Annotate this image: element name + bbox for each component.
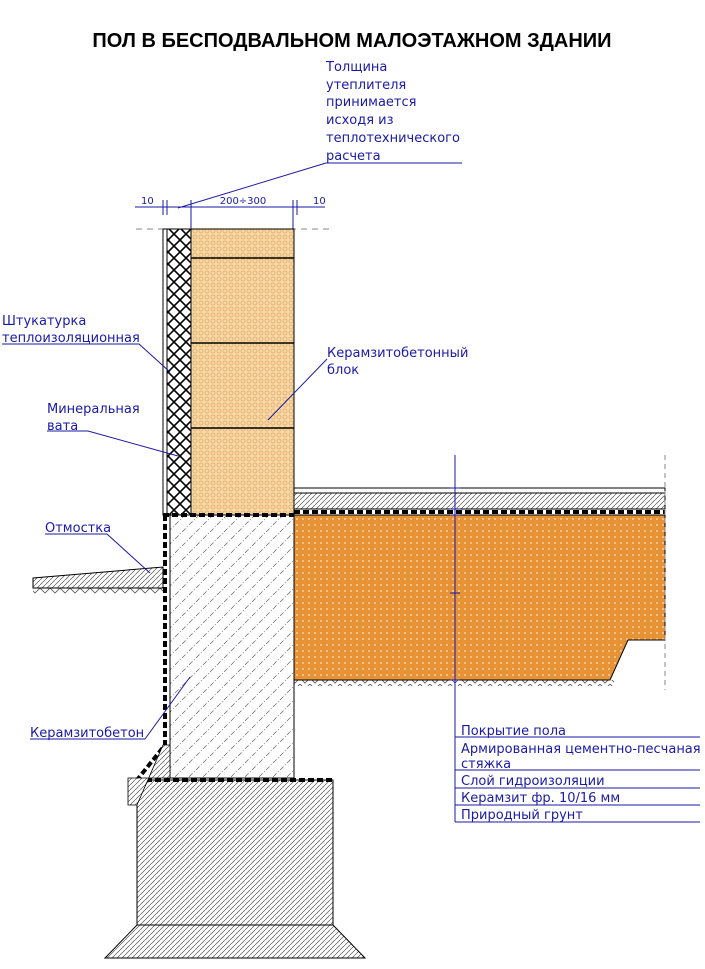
- note-line: теплотехнического: [326, 131, 460, 146]
- layer-label: Природный грунт: [461, 808, 583, 823]
- drawing-title: ПОЛ В БЕСПОДВАЛЬНОМ МАЛОЭТАЖНОМ ЗДАНИИ: [92, 30, 611, 52]
- ground-under-blind-area: [33, 588, 163, 594]
- blind-area-label: Отмостка: [45, 521, 111, 536]
- mineral-wool: [166, 228, 192, 516]
- layer-label: Армированная цементно-песчаная: [461, 742, 701, 757]
- note-line: расчета: [326, 149, 381, 164]
- thickness-note: Толщина утеплителя принимается исходя из…: [177, 60, 462, 209]
- note-line: исходя из: [326, 113, 394, 128]
- dimension-line: 10 200÷300 10: [135, 196, 326, 229]
- blind-area: [32, 566, 164, 589]
- floor-covering: [293, 487, 666, 494]
- block-label: Керамзитобетонный: [327, 346, 468, 361]
- screed: [293, 492, 666, 510]
- footing-base: [103, 924, 367, 959]
- mineral-wool-label: Минеральная: [47, 402, 140, 417]
- mineral-wool-label: вата: [47, 419, 78, 434]
- dim-middle: 200÷300: [220, 196, 267, 207]
- floor-layer-leader: [450, 455, 700, 823]
- layer-label: Слой гидроизоляции: [461, 774, 605, 789]
- dim-right: 10: [313, 196, 326, 207]
- claydite-concrete-label: Керамзитобетон: [30, 726, 144, 741]
- dim-left: 10: [141, 196, 154, 207]
- note-line: утеплителя: [326, 78, 406, 93]
- plaster-label: теплоизоляционная: [2, 331, 140, 346]
- footing: [136, 779, 334, 926]
- block-label: блок: [327, 363, 359, 378]
- ground-under-floor: [294, 680, 614, 686]
- note-line: Толщина: [325, 60, 387, 75]
- floor-layer-legend: Покрытие пола Армированная цементно-песч…: [461, 724, 701, 823]
- foundation-wall: [169, 514, 295, 779]
- layer-label: Керамзит фр. 10/16 мм: [461, 791, 620, 806]
- layer-label: стяжка: [461, 757, 511, 772]
- claydite-fill: [293, 514, 666, 681]
- claydite-block-wall: [190, 228, 295, 516]
- note-line: принимается: [326, 95, 416, 110]
- plaster-label: Штукатурка: [2, 314, 86, 329]
- layer-label: Покрытие пола: [461, 724, 566, 739]
- plaster-layer: [162, 228, 168, 516]
